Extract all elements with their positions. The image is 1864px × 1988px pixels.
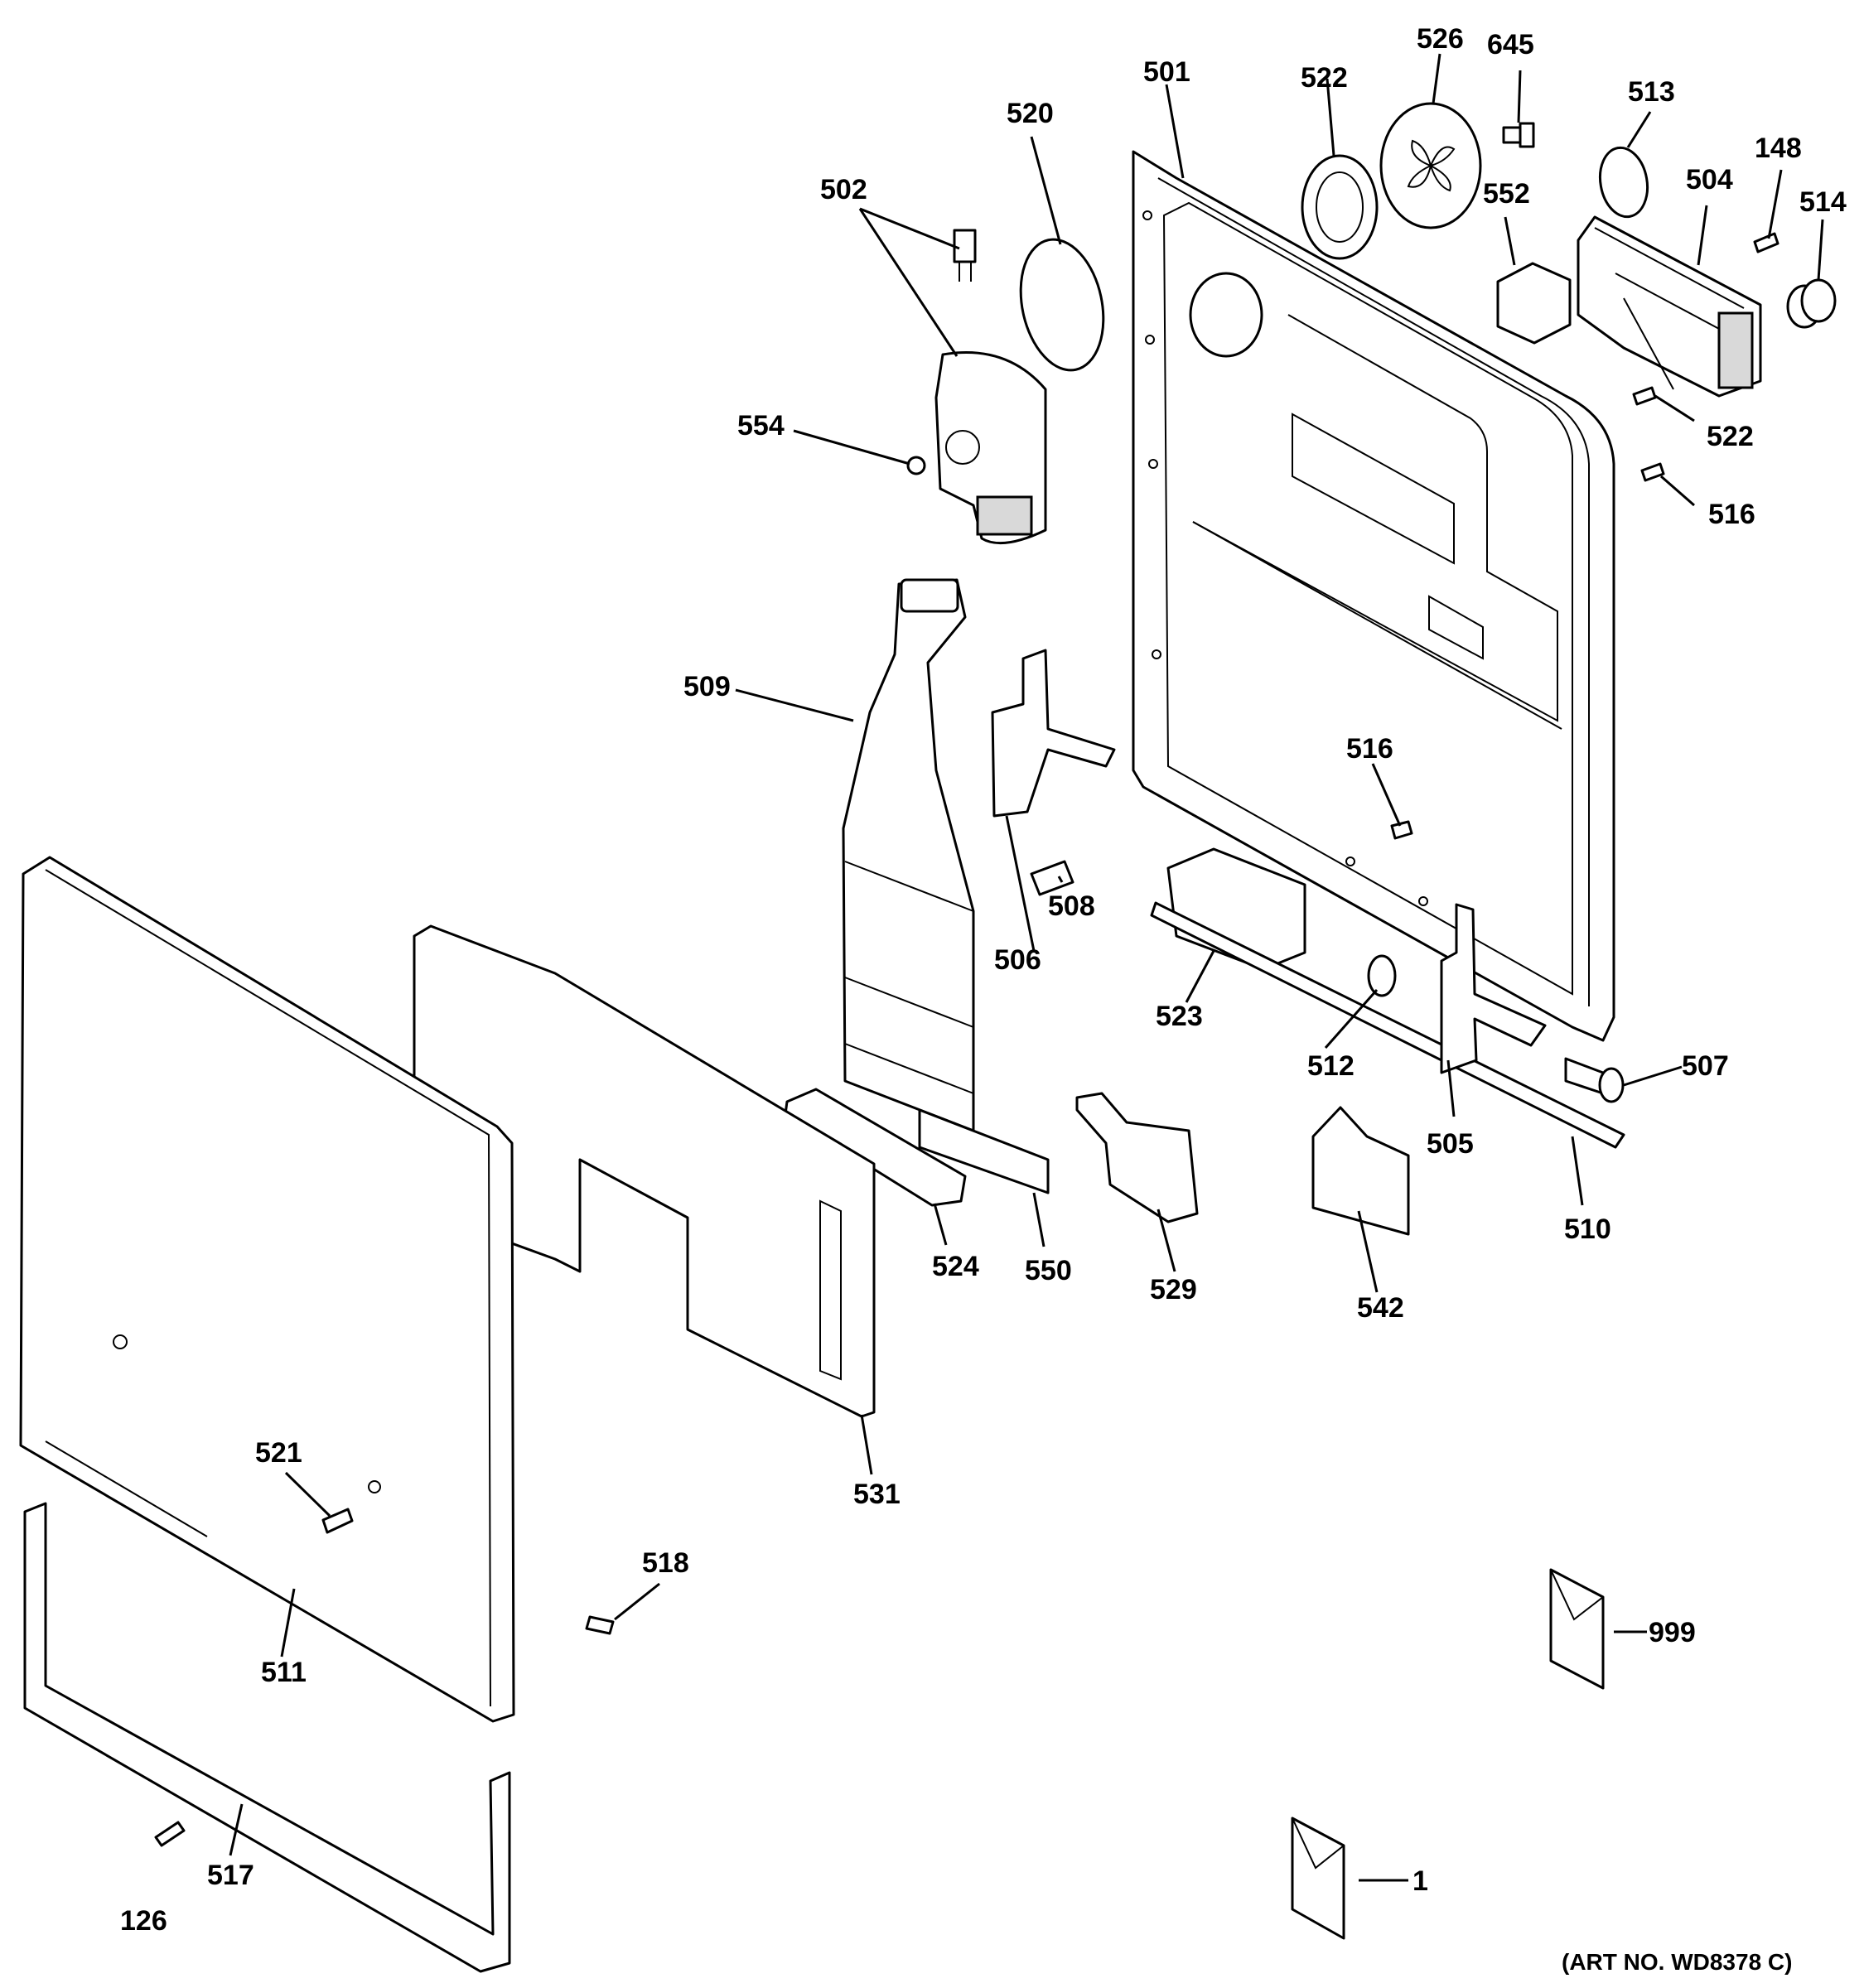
vent-duct xyxy=(842,578,975,1132)
callout-552: 552 xyxy=(1483,178,1530,210)
callout-505: 505 xyxy=(1427,1128,1474,1160)
screw-518 xyxy=(585,1615,615,1635)
callout-516-center: 516 xyxy=(1346,733,1393,765)
callout-523: 523 xyxy=(1156,1001,1203,1032)
screw-522 xyxy=(1632,386,1657,406)
callout-514: 514 xyxy=(1799,186,1847,218)
hex-nut xyxy=(1367,954,1397,997)
callout-522-top: 522 xyxy=(1301,62,1348,94)
callout-501: 501 xyxy=(1143,56,1190,88)
screw-516 xyxy=(1640,462,1665,482)
bottom-trim xyxy=(23,1502,511,1973)
callout-148: 148 xyxy=(1755,133,1802,164)
callout-502: 502 xyxy=(820,174,867,205)
screw-521 xyxy=(321,1508,354,1534)
fan-disc xyxy=(1379,102,1482,229)
o-ring xyxy=(1019,238,1105,372)
callout-524: 524 xyxy=(932,1251,979,1282)
screw-126 xyxy=(154,1821,186,1847)
screw-516-center xyxy=(1390,820,1413,840)
foam-block xyxy=(1496,262,1572,345)
hinge-bracket-right xyxy=(1440,903,1547,1074)
literature-999 xyxy=(1549,1568,1605,1690)
bezel-gasket xyxy=(1598,146,1649,219)
callout-510: 510 xyxy=(1564,1214,1611,1245)
callout-504: 504 xyxy=(1686,164,1733,195)
callout-645: 645 xyxy=(1487,29,1534,60)
callout-1: 1 xyxy=(1412,1865,1428,1897)
fan-gasket xyxy=(1301,154,1379,260)
leader-lines xyxy=(229,53,1824,1882)
callout-542: 542 xyxy=(1357,1292,1404,1324)
callout-512: 512 xyxy=(1307,1050,1355,1082)
caution-label xyxy=(1311,1106,1410,1236)
art-number: (ART NO. WD8378 C) xyxy=(1562,1949,1792,1975)
callout-513: 513 xyxy=(1628,76,1675,108)
callout-554: 554 xyxy=(737,410,785,442)
callout-999: 999 xyxy=(1649,1617,1696,1648)
screw-148 xyxy=(1753,232,1779,253)
callout-520: 520 xyxy=(1007,98,1054,129)
door-arm xyxy=(918,1108,1050,1194)
callout-506: 506 xyxy=(994,944,1041,976)
callout-517: 517 xyxy=(207,1860,254,1891)
callout-529: 529 xyxy=(1150,1274,1197,1305)
callout-126: 126 xyxy=(120,1905,167,1937)
control-module xyxy=(1577,215,1762,398)
callout-509: 509 xyxy=(683,671,731,702)
inner-door-panel xyxy=(1132,150,1615,1042)
callout-511: 511 xyxy=(261,1657,307,1688)
literature-1 xyxy=(1291,1817,1345,1940)
insulation-slot xyxy=(819,1199,842,1381)
outer-door-panel xyxy=(19,856,515,1723)
shoulder-bolt xyxy=(1564,1057,1625,1103)
door-spring xyxy=(1075,1092,1199,1223)
callout-518: 518 xyxy=(642,1547,689,1579)
hinge-bracket-left xyxy=(991,649,1116,818)
callout-550: 550 xyxy=(1025,1255,1072,1286)
knob xyxy=(1786,278,1837,329)
clip xyxy=(1030,860,1074,896)
callout-508: 508 xyxy=(1048,890,1095,922)
callout-522-right: 522 xyxy=(1707,421,1754,452)
callout-521: 521 xyxy=(255,1437,302,1469)
callout-labels: 501 502 504 505 506 507 508 509 510 511 … xyxy=(120,23,1847,1975)
callout-531: 531 xyxy=(853,1479,901,1510)
screw-645 xyxy=(1502,122,1535,148)
callout-507: 507 xyxy=(1682,1050,1729,1082)
callout-516-right: 516 xyxy=(1708,499,1755,530)
callout-526: 526 xyxy=(1417,23,1464,55)
